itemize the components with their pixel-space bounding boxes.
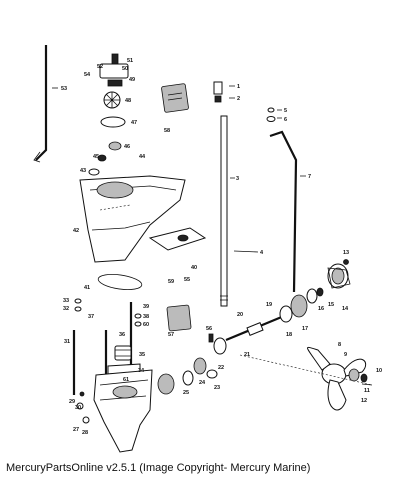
propeller — [307, 347, 368, 411]
forward-gear — [279, 287, 324, 323]
part-label-57: 57 — [168, 332, 174, 338]
part-label-41: 41 — [84, 285, 90, 291]
part-label-1: 1 — [237, 84, 240, 90]
shift-link-7 — [269, 130, 298, 293]
part-label-39: 39 — [143, 304, 149, 310]
part-label-50: 50 — [122, 66, 128, 72]
part-label-38: 38 — [143, 314, 149, 320]
part-label-59: 59 — [168, 279, 174, 285]
part-label-11: 11 — [364, 388, 370, 394]
part-label-53: 53 — [61, 86, 67, 92]
part-label-18: 18 — [286, 332, 292, 338]
exploded-parts-diagram: 1 2 3 4 5 6 7 8 9 10 11 12 13 14 15 16 1… — [33, 45, 382, 453]
gearcase — [93, 369, 153, 453]
part-label-55: 55 — [184, 277, 190, 283]
part-label-49: 49 — [129, 77, 135, 83]
part-label-5: 5 — [284, 108, 287, 114]
bearing-carrier — [327, 263, 351, 289]
part-label-23: 23 — [214, 385, 220, 391]
part-label-14: 14 — [342, 306, 349, 312]
part-label-7: 7 — [308, 174, 311, 180]
plate-40 — [148, 227, 207, 251]
part-label-10: 10 — [376, 368, 382, 374]
part-label-17: 17 — [302, 326, 308, 332]
part-label-44: 44 — [139, 154, 146, 160]
part-label-36: 36 — [119, 332, 125, 338]
part-label-12: 12 — [361, 398, 367, 404]
part-label-46: 46 — [124, 144, 130, 150]
part-label-60: 60 — [143, 322, 149, 328]
part-label-9: 9 — [344, 352, 347, 358]
part-label-54: 54 — [84, 72, 91, 78]
gasket-57 — [166, 304, 192, 332]
part-label-32: 32 — [63, 306, 69, 312]
part-label-34: 34 — [138, 368, 145, 374]
part-labels: 1 2 3 4 5 6 7 8 9 10 11 12 13 14 15 16 1… — [61, 58, 382, 436]
part-label-61: 61 — [123, 377, 129, 383]
seal-ring-41 — [97, 274, 143, 290]
part-label-45: 45 — [93, 154, 99, 160]
part-label-25: 25 — [183, 390, 189, 396]
part-label-15: 15 — [328, 302, 334, 308]
part-label-29: 29 — [69, 399, 75, 405]
part-label-3: 3 — [236, 176, 239, 182]
part-label-16: 16 — [318, 306, 324, 312]
part-label-30: 30 — [75, 405, 81, 411]
image-caption: MercuryPartsOnline v2.5.1 (Image Copyrig… — [6, 462, 311, 474]
part-label-6: 6 — [284, 117, 287, 123]
part-label-27: 27 — [73, 427, 79, 433]
part-label-52: 52 — [97, 64, 103, 70]
part-label-35: 35 — [139, 352, 145, 358]
bearing-35 — [114, 345, 132, 361]
part-label-58: 58 — [164, 128, 170, 134]
shift-rod — [35, 45, 48, 161]
gasket-58 — [161, 83, 189, 113]
part-label-24: 24 — [199, 380, 206, 386]
part-label-13: 13 — [343, 250, 349, 256]
part-label-31: 31 — [64, 339, 70, 345]
part-label-33: 33 — [63, 298, 69, 304]
part-label-43: 43 — [80, 168, 86, 174]
part-label-51: 51 — [127, 58, 133, 64]
part-label-4: 4 — [260, 250, 264, 256]
part-label-2: 2 — [237, 96, 240, 102]
part-label-47: 47 — [131, 120, 137, 126]
part-label-8: 8 — [338, 342, 341, 348]
part-label-21: 21 — [244, 352, 250, 358]
part-label-42: 42 — [73, 228, 79, 234]
part-label-40: 40 — [191, 265, 197, 271]
part-label-19: 19 — [266, 302, 272, 308]
water-pump-parts — [88, 53, 129, 176]
part-label-48: 48 — [125, 98, 131, 104]
part-label-37: 37 — [88, 314, 94, 320]
part-label-28: 28 — [82, 430, 88, 436]
part-label-22: 22 — [218, 365, 224, 371]
part-label-20: 20 — [237, 312, 243, 318]
part-label-56: 56 — [206, 326, 212, 332]
driveshaft-housing — [79, 175, 186, 263]
driveshaft — [213, 81, 228, 307]
